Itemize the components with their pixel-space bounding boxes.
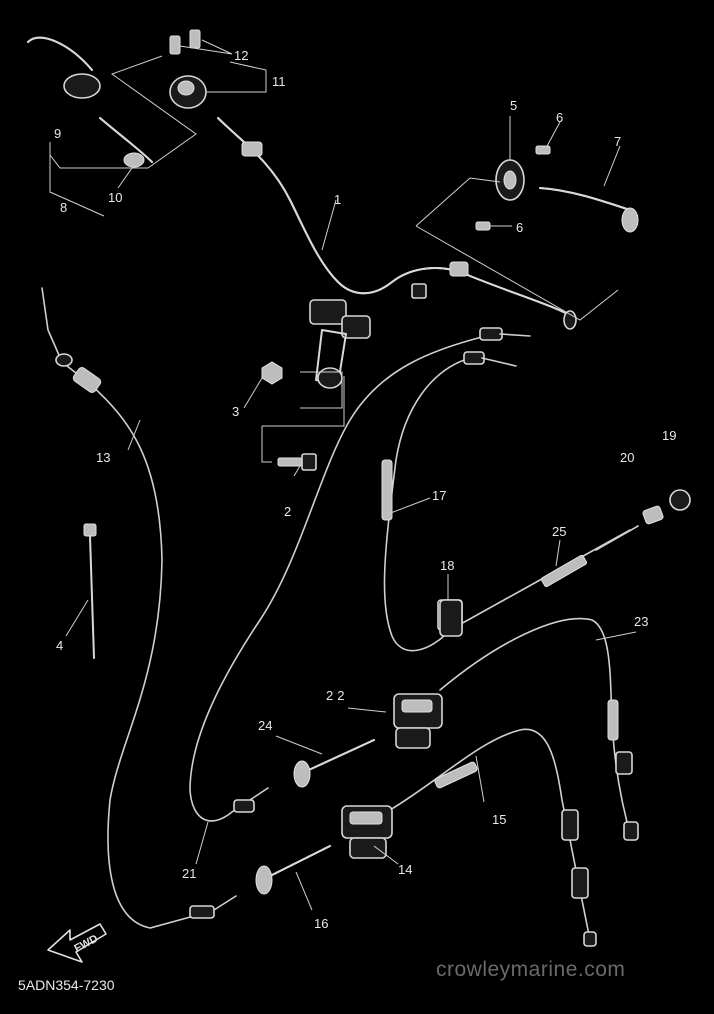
- leader-lines: [127, 199, 637, 911]
- callout-labels: 1 2 3 4 5 6 6 7 8 9 10 11 12 13 14 15 16…: [54, 48, 676, 931]
- callout-20: 20: [620, 450, 634, 465]
- right-grip-group: [415, 116, 639, 321]
- handlebar-holder: [261, 299, 371, 463]
- callout-15: 15: [492, 812, 506, 827]
- callout-11: 11: [272, 74, 286, 89]
- cable-13: [41, 287, 237, 929]
- callout-22: 22: [326, 688, 348, 703]
- callout-8: 8: [60, 200, 67, 215]
- callout-14: 14: [398, 862, 412, 877]
- callout-18: 18: [440, 558, 454, 573]
- watermark: crowleymarine.com: [436, 958, 626, 981]
- cable-21: [189, 327, 531, 822]
- diagram-code: 5ADN354-7230: [18, 977, 115, 993]
- nut-3: [261, 361, 283, 385]
- cable-25: [437, 525, 639, 631]
- throttle-housing: [169, 29, 267, 109]
- fwd-arrow: FWD: [47, 923, 107, 963]
- handlebar-tab: [411, 283, 427, 299]
- callout-13: 13: [96, 450, 110, 465]
- cable-17: [381, 351, 517, 652]
- part-19: [669, 489, 691, 511]
- part-18: [439, 574, 463, 637]
- cable-tie-4: [65, 523, 97, 659]
- callout-21: 21: [182, 866, 196, 881]
- callout-9: 9: [54, 126, 61, 141]
- callout-7: 7: [614, 134, 621, 149]
- callout-23: 23: [634, 614, 648, 629]
- handlebar-clamp-right: [449, 261, 469, 277]
- callout-2: 2: [284, 504, 291, 519]
- callout-12: 12: [234, 48, 248, 63]
- callout-10: 10: [108, 190, 122, 205]
- part-22: [393, 693, 443, 749]
- callout-24: 24: [258, 718, 272, 733]
- part-24: [293, 739, 375, 788]
- cable-23: [439, 617, 639, 841]
- callout-6b: 6: [516, 220, 523, 235]
- part-20: [642, 505, 664, 525]
- callout-25: 25: [552, 524, 566, 539]
- callout-16: 16: [314, 916, 328, 931]
- part-16: [255, 845, 331, 895]
- callout-5: 5: [510, 98, 517, 113]
- callout-6a: 6: [556, 110, 563, 125]
- handlebar: [217, 117, 577, 330]
- callout-4: 4: [56, 638, 63, 653]
- handlebar-clamp-left: [241, 141, 263, 157]
- callout-17: 17: [432, 488, 446, 503]
- bolt-2: [277, 453, 317, 471]
- part-14: [341, 805, 393, 859]
- callout-3: 3: [232, 404, 239, 419]
- callout-19: 19: [662, 428, 676, 443]
- callout-1: 1: [334, 192, 341, 207]
- cable-15: [389, 728, 597, 947]
- left-grip-group: [27, 36, 197, 217]
